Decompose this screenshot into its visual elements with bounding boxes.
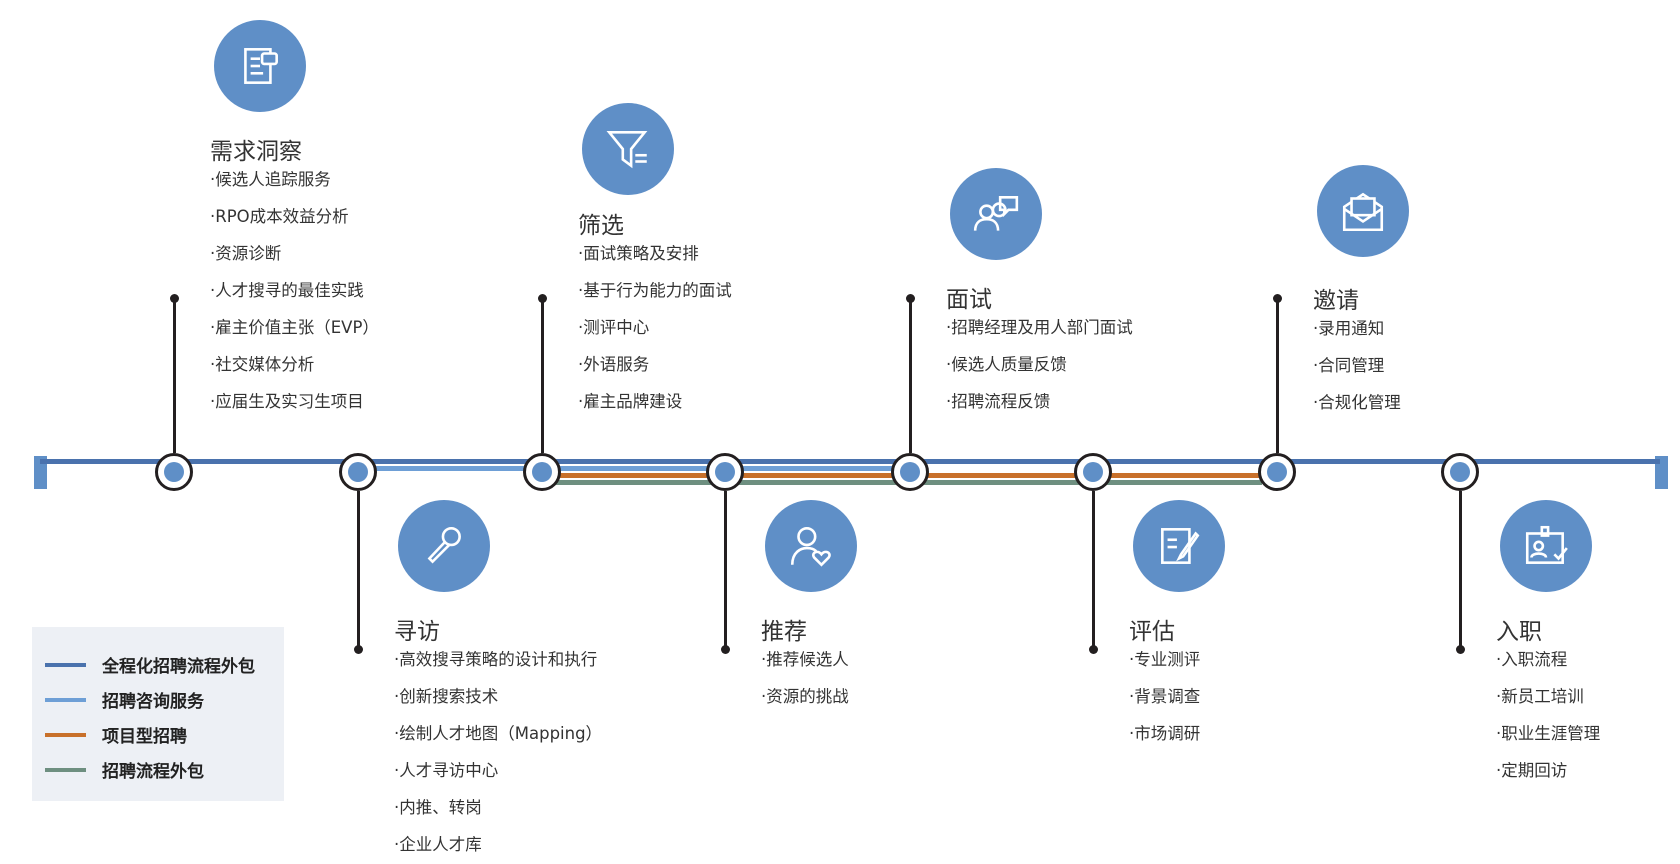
stage-item: ·RPO成本效益分析 bbox=[210, 207, 349, 226]
stage-item: ·招聘流程反馈 bbox=[946, 392, 1051, 411]
document-chat-icon bbox=[244, 48, 278, 84]
stage-item: ·招聘经理及用人部门面试 bbox=[946, 318, 1133, 337]
stage-title: 面试 bbox=[946, 287, 992, 313]
envelope-letter-icon-badge bbox=[1317, 165, 1409, 257]
stage-item: ·应届生及实习生项目 bbox=[210, 392, 364, 411]
stage-item: ·合同管理 bbox=[1313, 356, 1385, 375]
connector-stem bbox=[540, 298, 544, 453]
stage-title: 筛选 bbox=[578, 213, 624, 239]
stage-item: ·推荐候选人 bbox=[761, 650, 849, 669]
stage-item: ·候选人追踪服务 bbox=[210, 170, 331, 189]
stage-item: ·市场调研 bbox=[1129, 724, 1201, 743]
timeline-node bbox=[1258, 453, 1296, 491]
stage-item: ·职业生涯管理 bbox=[1496, 724, 1601, 743]
timeline-node bbox=[155, 453, 193, 491]
timeline-node bbox=[706, 453, 744, 491]
person-heart-icon-badge bbox=[765, 500, 857, 592]
stage-item: ·录用通知 bbox=[1313, 319, 1385, 338]
stage-item: ·资源诊断 bbox=[210, 244, 282, 263]
stage-item: ·创新搜索技术 bbox=[394, 687, 499, 706]
microphone-icon bbox=[427, 526, 461, 564]
stage-item: ·企业人才库 bbox=[394, 835, 482, 854]
legend: 全程化招聘流程外包 招聘咨询服务 项目型招聘 招聘流程外包 bbox=[32, 627, 284, 801]
stage-item: ·基于行为能力的面试 bbox=[578, 281, 732, 300]
stage-item: ·专业测评 bbox=[1129, 650, 1201, 669]
timeline-start-cap bbox=[34, 456, 47, 489]
stage-item: ·候选人质量反馈 bbox=[946, 355, 1067, 374]
stage-item: ·面试策略及安排 bbox=[578, 244, 699, 263]
stage-title: 寻访 bbox=[394, 619, 440, 645]
envelope-letter-icon bbox=[1342, 192, 1384, 232]
stage-item: ·新员工培训 bbox=[1496, 687, 1584, 706]
legend-label: 招聘流程外包 bbox=[102, 762, 204, 782]
timeline-node bbox=[1074, 453, 1112, 491]
id-badge-icon bbox=[1525, 525, 1568, 564]
stage-item: ·高效搜寻策略的设计和执行 bbox=[394, 650, 598, 669]
legend-item-project: 项目型招聘 bbox=[45, 722, 187, 747]
stage-item: ·人才寻访中心 bbox=[394, 761, 499, 780]
stage-item: ·内推、转岗 bbox=[394, 798, 482, 817]
connector-stem bbox=[1091, 491, 1095, 649]
stem-end-dot bbox=[1272, 294, 1282, 303]
stage-item: ·测评中心 bbox=[578, 318, 650, 337]
checklist-pen-icon bbox=[1161, 528, 1200, 564]
stage-title: 需求洞察 bbox=[210, 139, 302, 165]
stem-end-dot bbox=[537, 294, 547, 303]
stage-item: ·雇主价值主张（EVP） bbox=[210, 318, 379, 337]
track-consulting bbox=[358, 466, 910, 471]
filter-icon-badge bbox=[582, 103, 674, 195]
stage-item: ·定期回访 bbox=[1496, 761, 1568, 780]
stage-title: 评估 bbox=[1129, 619, 1175, 645]
stem-end-dot bbox=[1455, 645, 1465, 654]
legend-swatch bbox=[45, 662, 86, 667]
legend-label: 项目型招聘 bbox=[102, 727, 187, 747]
timeline-node bbox=[523, 453, 561, 491]
stage-item: ·人才搜寻的最佳实践 bbox=[210, 281, 364, 300]
stage-item: ·入职流程 bbox=[1496, 650, 1568, 669]
id-badge-icon-badge bbox=[1500, 500, 1592, 592]
stage-item: ·资源的挑战 bbox=[761, 687, 849, 706]
legend-item-consulting: 招聘咨询服务 bbox=[45, 687, 204, 712]
people-chat-icon bbox=[973, 196, 1019, 231]
microphone-icon-badge bbox=[398, 500, 490, 592]
legend-label: 全程化招聘流程外包 bbox=[102, 657, 255, 677]
track-full-process bbox=[40, 459, 1660, 464]
timeline-node bbox=[339, 453, 377, 491]
stage-item: ·社交媒体分析 bbox=[210, 355, 315, 374]
legend-label: 招聘咨询服务 bbox=[102, 692, 204, 712]
filter-icon bbox=[606, 131, 648, 169]
timeline-end-cap bbox=[1655, 456, 1668, 489]
stem-end-dot bbox=[1088, 645, 1098, 654]
stage-title: 邀请 bbox=[1313, 288, 1359, 314]
legend-item-process-outsourcing: 招聘流程外包 bbox=[45, 757, 204, 782]
stage-item: ·合规化管理 bbox=[1313, 393, 1401, 412]
legend-swatch bbox=[45, 732, 86, 737]
connector-stem bbox=[356, 491, 360, 649]
legend-swatch bbox=[45, 697, 86, 702]
connector-stem bbox=[172, 298, 176, 453]
stem-end-dot bbox=[169, 294, 179, 303]
stem-end-dot bbox=[353, 645, 363, 654]
people-chat-icon-badge bbox=[950, 168, 1042, 260]
timeline-node bbox=[891, 453, 929, 491]
stage-item: ·雇主品牌建设 bbox=[578, 392, 683, 411]
stem-end-dot bbox=[720, 645, 730, 654]
connector-stem bbox=[908, 298, 912, 453]
stage-item: ·外语服务 bbox=[578, 355, 650, 374]
document-chat-icon-badge bbox=[214, 20, 306, 112]
stage-title: 推荐 bbox=[761, 619, 807, 645]
timeline-node bbox=[1441, 453, 1479, 491]
person-heart-icon bbox=[790, 526, 831, 567]
legend-swatch bbox=[45, 767, 86, 772]
connector-stem bbox=[1458, 491, 1462, 649]
stem-end-dot bbox=[905, 294, 915, 303]
connector-stem bbox=[1275, 298, 1279, 453]
connector-stem bbox=[723, 491, 727, 649]
stage-item: ·绘制人才地图（Mapping） bbox=[394, 724, 603, 743]
legend-item-full-process: 全程化招聘流程外包 bbox=[45, 652, 255, 677]
stage-item: ·背景调查 bbox=[1129, 687, 1201, 706]
stage-title: 入职 bbox=[1496, 619, 1542, 645]
checklist-pen-icon-badge bbox=[1133, 500, 1225, 592]
